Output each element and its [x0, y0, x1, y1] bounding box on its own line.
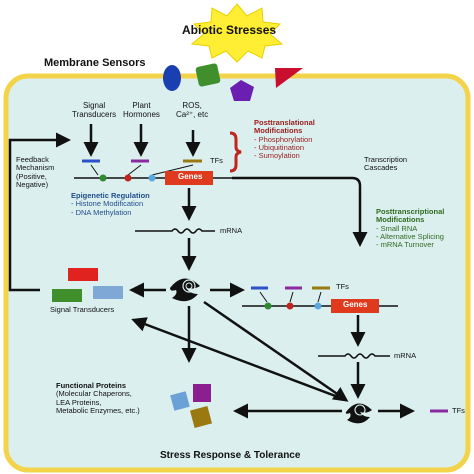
- feedback-arrow: [8, 132, 71, 292]
- label-signal-transducers-input: Signal Transducers: [72, 101, 117, 119]
- label-mrna-2: mRNA: [394, 351, 417, 360]
- cell-body: [3, 73, 471, 473]
- sensor-flag-icon: [275, 68, 303, 88]
- protein-shape-olive: [189, 405, 213, 429]
- protein-shape-blue: [170, 391, 190, 411]
- label-membrane-sensors: Membrane Sensors: [44, 57, 146, 69]
- mrna-2-strand: [318, 353, 390, 359]
- protein-shape-purple: [193, 384, 211, 402]
- footer-stress-response: Stress Response & Tolerance: [160, 450, 301, 461]
- sensor-pentagon-icon: [230, 80, 254, 101]
- label-feedback: Feedback Mechanism (Positive, Negative): [16, 155, 55, 189]
- label-tfs-1: TFs: [210, 156, 223, 165]
- label-genes-2: Genes: [343, 300, 368, 309]
- transducer-box-lightblue: [93, 286, 123, 299]
- ptcm-block: Posttranscriptional Modifications - Smal…: [376, 207, 445, 249]
- label-signal-transducers: Signal Transducers: [50, 305, 115, 314]
- mrna-1-strand: [135, 228, 215, 234]
- sensor-square-icon: [195, 63, 221, 87]
- transducer-box-green: [52, 289, 82, 302]
- ribosome-icon-2: [345, 403, 372, 424]
- arrow-ribosome1-to-ribosome2: [203, 300, 349, 402]
- binding-dot-red: [124, 174, 132, 182]
- transcription-cascade-arrow: [232, 176, 368, 247]
- label-ros: ROS, Ca²⁺, etc: [176, 101, 209, 119]
- title-abiotic-stresses: Abiotic Stresses: [182, 23, 277, 37]
- label-tfs-2: TFs: [336, 282, 349, 291]
- gene-box-2: [331, 299, 379, 313]
- transducer-box-red: [68, 268, 98, 281]
- binding-dot-blue: [148, 174, 156, 182]
- label-tfs-3: TFs: [452, 406, 465, 415]
- sensor-ellipse-icon: [163, 65, 181, 91]
- label-transcription-cascades: Transcription Cascades: [364, 155, 408, 173]
- label-genes-1: Genes: [178, 172, 203, 181]
- binding-dot-green: [99, 174, 107, 182]
- functional-proteins-block: Functional Proteins (Molecular Chaperons…: [56, 381, 140, 415]
- arrow-ribosome2-to-transducers: [131, 317, 347, 402]
- gene-box-1: [165, 171, 213, 185]
- epigenetic-block: Epigenetic Regulation - Histone Modifica…: [71, 191, 150, 217]
- ptm-block: Posttranslational Modifications - Phosph…: [254, 118, 315, 160]
- label-mrna-1: mRNA: [220, 226, 243, 235]
- sun-icon: [190, 3, 284, 63]
- ptm-brace: [229, 131, 242, 173]
- ribosome-icon: [170, 278, 200, 302]
- label-plant-hormones: Plant Hormones: [123, 101, 160, 119]
